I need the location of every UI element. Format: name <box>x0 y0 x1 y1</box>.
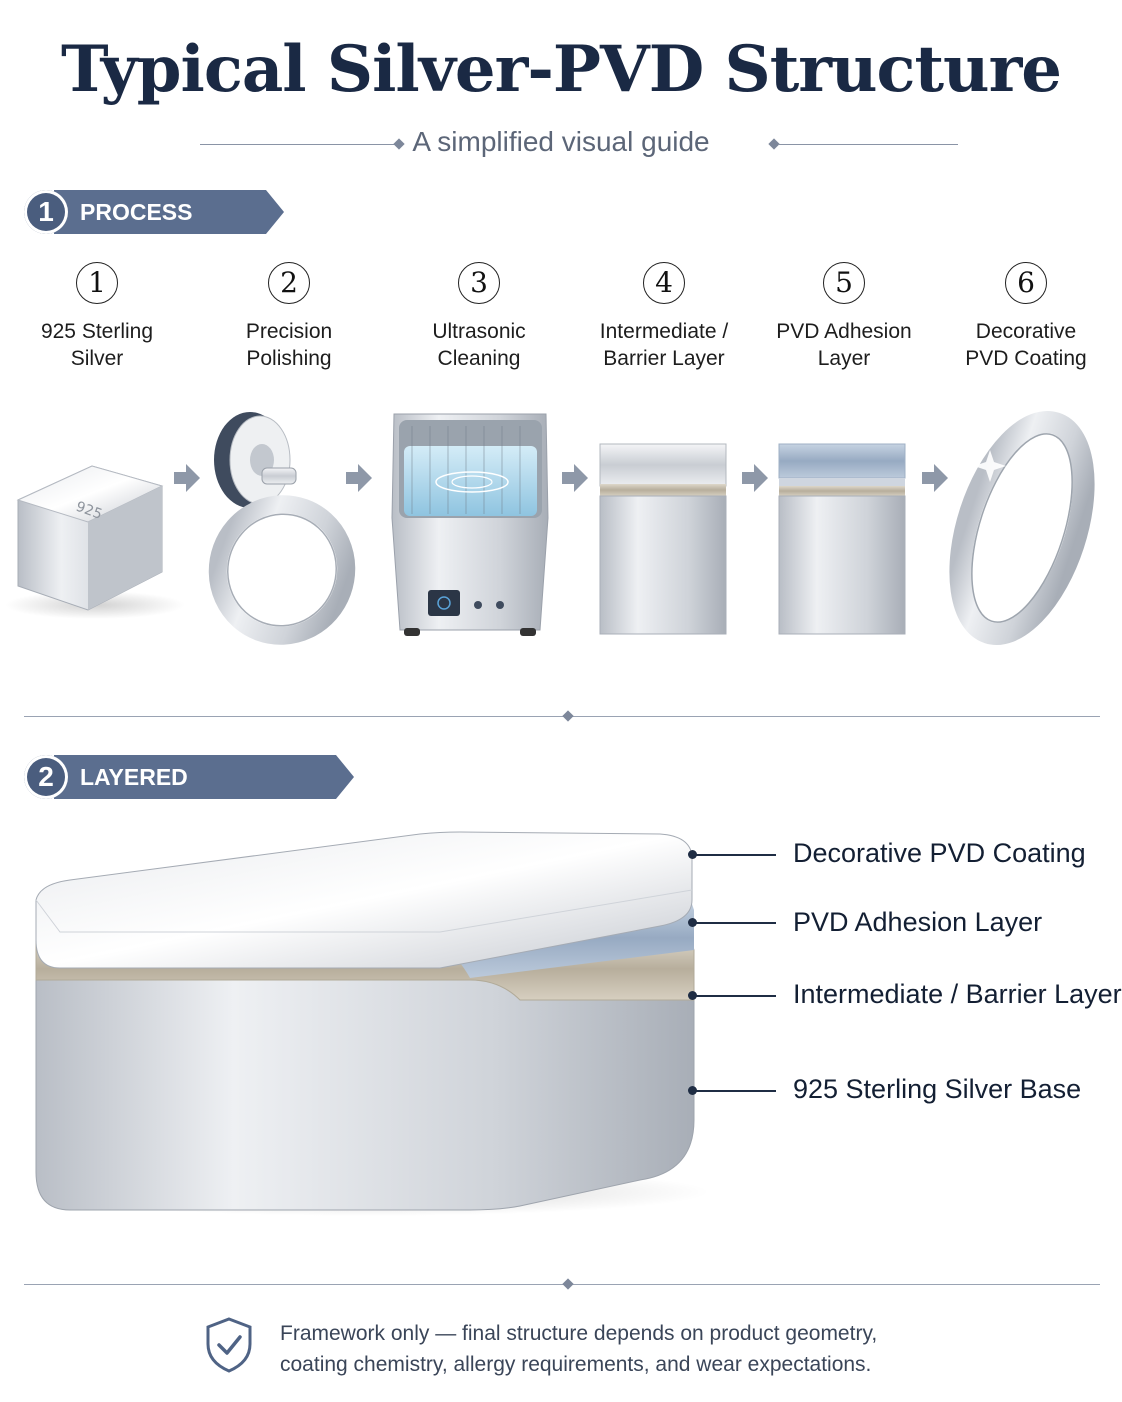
page-subtitle: A simplified visual guide <box>412 126 710 157</box>
page-title: Typical Silver-PVD Structure <box>61 32 1062 107</box>
section-number: 2 <box>24 755 68 799</box>
section-divider <box>24 1284 1100 1285</box>
subtitle-rule-right <box>778 144 958 145</box>
callout-dot <box>688 991 697 1000</box>
subtitle-row: A simplified visual guide <box>0 126 1122 166</box>
process-step-3: 3 Ultrasonic Cleaning <box>389 262 569 372</box>
section-divider <box>24 716 1100 717</box>
silver-base-layer <box>35 979 695 1211</box>
silver-bar-illustration: 925 <box>5 465 185 619</box>
process-step-2: 2 Precision Polishing <box>199 262 379 372</box>
callout-line <box>694 995 776 997</box>
section-label: PROCESS FLOW <box>54 190 284 234</box>
step-number: 4 <box>643 262 685 304</box>
layer-label: PVD Adhesion Layer <box>793 907 1043 937</box>
callout-line <box>694 922 776 924</box>
arrow-icon <box>562 464 588 492</box>
layer-label: 925 Sterling Silver Base <box>793 1074 1082 1104</box>
process-step-5: 5 PVD Adhesion Layer <box>754 262 934 372</box>
callout-line <box>694 1090 776 1092</box>
diamond-icon <box>562 710 574 722</box>
section-label: LAYERED STRUCTURE <box>54 755 354 799</box>
layer-label: Intermediate / Barrier Layer <box>793 979 1122 1009</box>
footer-note: Framework only — final structure depends… <box>280 1322 878 1376</box>
adhesion-block-illustration <box>778 443 906 635</box>
callout-dot <box>688 850 697 859</box>
step-label: Precision Polishing <box>245 320 333 370</box>
step-label: Decorative PVD Coating <box>965 320 1087 370</box>
process-step-6: 6 Decorative PVD Coating <box>936 262 1116 372</box>
diamond-icon <box>562 1278 574 1290</box>
process-illustrations: 925 <box>5 411 1095 645</box>
decorative-coating-layer <box>35 831 693 969</box>
step-label: PVD Adhesion Layer <box>776 320 912 370</box>
polishing-wheel-illustration <box>208 412 356 645</box>
callout-dot <box>688 918 697 927</box>
ultrasonic-cleaner-illustration <box>391 413 549 636</box>
process-step-4: 4 Intermediate / Barrier Layer <box>574 262 754 372</box>
barrier-block-illustration <box>599 443 727 635</box>
step-number: 3 <box>458 262 500 304</box>
arrow-icon <box>174 464 200 492</box>
section-badge-process-flow: 1 PROCESS FLOW <box>24 190 284 234</box>
step-number: 1 <box>76 262 118 304</box>
layered-block-illustration <box>30 831 710 1216</box>
arrow-icon <box>742 464 768 492</box>
step-number: 6 <box>1005 262 1047 304</box>
finished-ring-illustration <box>949 411 1095 645</box>
step-label: Intermediate / Barrier Layer <box>599 320 729 370</box>
step-label: 925 Sterling Silver <box>40 320 154 370</box>
section-number: 1 <box>24 190 68 234</box>
step-label: Ultrasonic Cleaning <box>432 320 526 370</box>
step-number: 5 <box>823 262 865 304</box>
arrow-icon <box>922 464 948 492</box>
section-badge-layered-structure: 2 LAYERED STRUCTURE <box>24 755 354 799</box>
subtitle-rule-left <box>200 144 400 145</box>
callout-line <box>694 854 776 856</box>
step-number: 2 <box>268 262 310 304</box>
arrow-icon <box>346 464 372 492</box>
callout-dot <box>688 1086 697 1095</box>
layer-label: Decorative PVD Coating <box>793 838 1086 868</box>
shield-check-icon <box>206 1317 252 1373</box>
process-step-1: 1 925 Sterling Silver <box>7 262 187 372</box>
